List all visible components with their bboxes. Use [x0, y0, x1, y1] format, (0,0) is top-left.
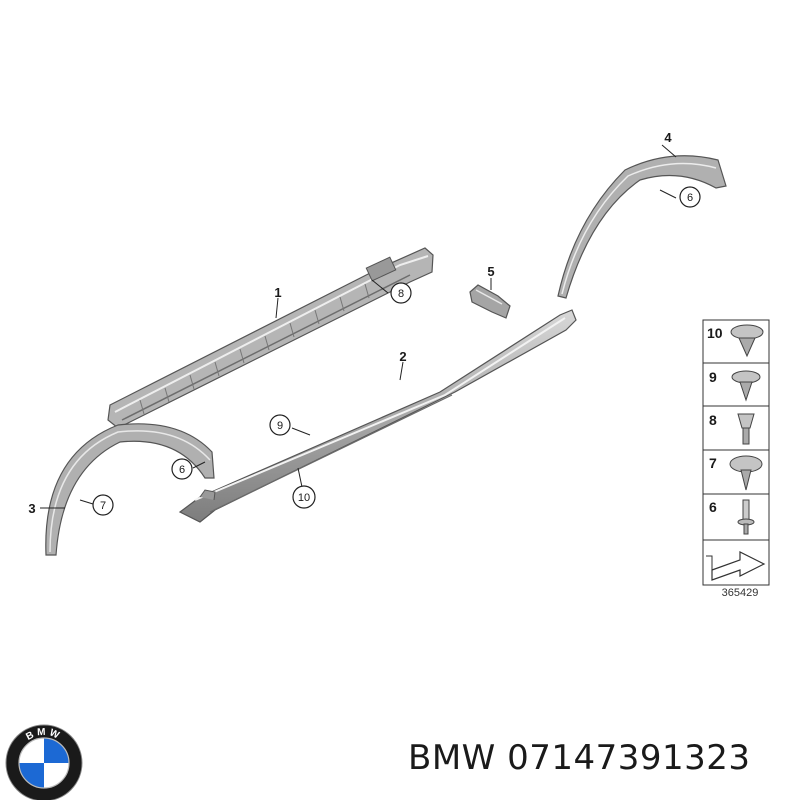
part-3-front-arch: [45, 423, 215, 556]
brand-name: BMW: [408, 738, 496, 778]
svg-text:6: 6: [709, 499, 717, 515]
part-5-bracket: [469, 284, 511, 319]
callout-7: 7: [92, 494, 114, 516]
callout-10: 10: [292, 485, 316, 509]
svg-text:7: 7: [100, 500, 106, 512]
svg-text:6: 6: [687, 192, 693, 204]
part-label-2: 2: [399, 349, 406, 364]
part-label-5: 5: [487, 264, 494, 279]
part-number: 07147391323: [507, 738, 751, 778]
svg-text:9: 9: [277, 420, 283, 432]
part-1-rail: [107, 247, 434, 429]
svg-text:8: 8: [398, 288, 404, 300]
svg-text:6: 6: [179, 464, 185, 476]
part-label-4: 4: [664, 130, 672, 145]
legend-row-8: 8: [709, 412, 755, 445]
legend-row-9: 9: [709, 369, 761, 402]
svg-text:9: 9: [709, 369, 717, 385]
part-caption: BMW 07147391323: [408, 738, 751, 778]
fastener-legend: 10 9 8 7 6 365429: [702, 319, 770, 599]
part-2-side-sill: [178, 309, 577, 523]
legend-row-10: 10: [707, 324, 764, 358]
svg-text:10: 10: [298, 492, 310, 504]
part-label-3: 3: [28, 501, 35, 516]
legend-row-6: 6: [709, 499, 755, 535]
svg-text:10: 10: [707, 325, 723, 341]
callout-6-rear: 6: [679, 186, 701, 208]
leader-lines: [40, 144, 677, 509]
callout-6-front: 6: [171, 458, 193, 480]
direction-arrow-icon: [706, 551, 766, 581]
bmw-logo: BMW: [5, 724, 83, 800]
part-4-rear-arch: [557, 155, 727, 299]
svg-text:7: 7: [709, 455, 717, 471]
legend-row-7: 7: [709, 455, 763, 491]
part-label-1: 1: [274, 285, 281, 300]
diagram-id: 365429: [722, 587, 759, 599]
callout-9: 9: [269, 414, 291, 436]
svg-text:8: 8: [709, 412, 717, 428]
svg-text:BMW: BMW: [24, 727, 63, 743]
callout-8: 8: [390, 282, 412, 304]
